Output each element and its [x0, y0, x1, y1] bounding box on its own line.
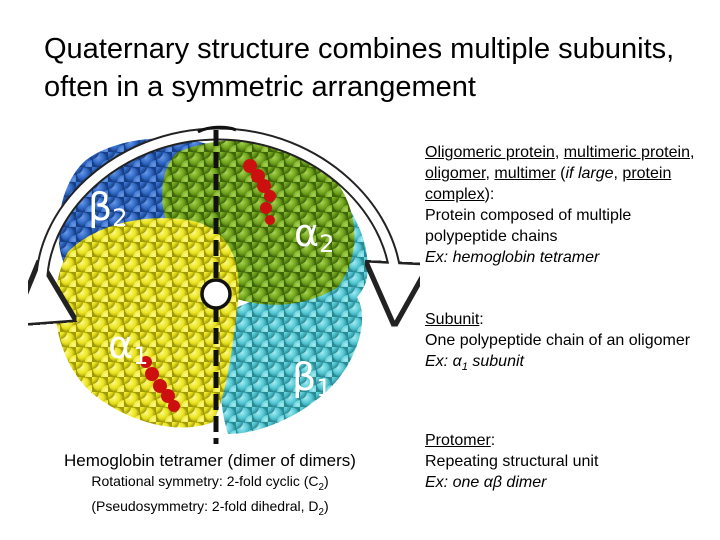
cyan-subunit-blob — [219, 287, 363, 434]
protomer-example: Ex: one αβ dimer — [425, 474, 547, 491]
label-beta1: β1 — [292, 355, 332, 402]
caption-main: Hemoglobin tetramer (dimer of dimers) — [64, 451, 356, 470]
definition-subunit: Subunit: One polypeptide chain of an oli… — [425, 311, 691, 374]
caption-pseudosymmetry: (Pseudosymmetry: 2-fold dihedral, D2) — [91, 497, 329, 518]
protomer-description: Repeating structural unit — [425, 453, 599, 470]
term-oligomeric-protein: Oligomeric protein — [425, 144, 555, 161]
oligomer-example: Ex: hemoglobin tetramer — [425, 249, 600, 266]
label-alpha2: α2 — [294, 211, 334, 258]
label-alpha1: α1 — [108, 323, 148, 370]
term-subunit: Subunit — [425, 311, 480, 328]
axis-top-curl — [197, 125, 237, 134]
term-protein-complex: protein complex — [425, 165, 672, 203]
oligomer-description: Protein composed of multiple polypeptide… — [425, 207, 632, 245]
figure-caption: Hemoglobin tetramer (dimer of dimers) Ro… — [20, 450, 400, 522]
term-protomer: Protomer — [425, 432, 491, 449]
term-multimer: multimer — [494, 165, 556, 182]
caption-symmetry: Rotational symmetry: 2-fold cyclic (C2) — [91, 473, 329, 493]
definition-protomer: Protomer: Repeating structural unit Ex: … — [425, 432, 599, 491]
term-multimeric-protein: multimeric protein — [563, 144, 690, 161]
hemoglobin-figure: β2 α2 α1 β1 — [28, 125, 420, 444]
definition-oligomer: Oligomeric protein, multimeric protein, … — [425, 144, 695, 266]
subunit-example: Ex: α1 subunit — [425, 353, 524, 374]
symmetry-axis-marker — [200, 278, 232, 310]
subunit-description: One polypeptide chain of an oligomer — [425, 332, 691, 349]
heme-group-top — [243, 159, 276, 225]
heme-group-bottom — [140, 356, 180, 412]
alpha1-subunit-blob — [55, 218, 239, 428]
slide-title: Quaternary structure combines multiple s… — [44, 33, 675, 103]
label-beta2: β2 — [88, 185, 128, 232]
term-oligomer: oligomer — [425, 165, 486, 182]
